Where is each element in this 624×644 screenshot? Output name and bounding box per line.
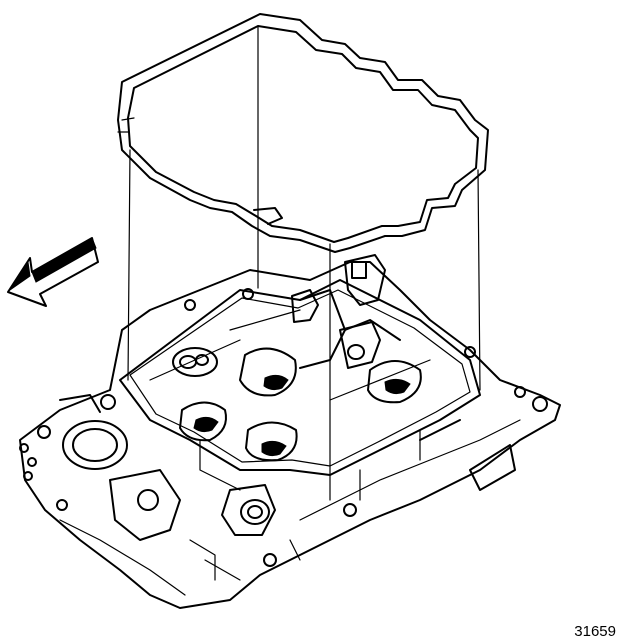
alignment-lines (127, 25, 481, 501)
front-direction-arrow-icon (7, 237, 99, 307)
intake-manifold (19, 254, 561, 609)
gasket (117, 13, 489, 253)
figure-reference-number: 31659 (574, 623, 616, 640)
